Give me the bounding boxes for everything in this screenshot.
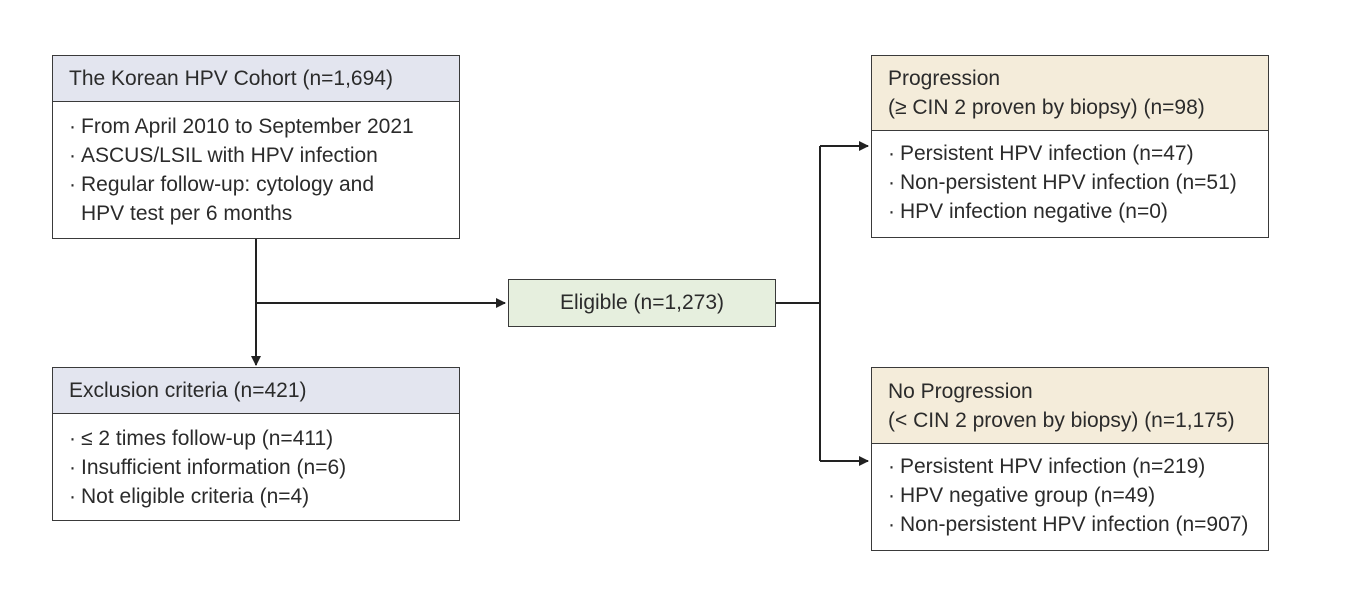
eligible-box: Eligible (n=1,273) <box>508 279 776 327</box>
cohort-header: The Korean HPV Cohort (n=1,694) <box>53 56 459 102</box>
progression-title-line2: (≥ CIN 2 proven by biopsy) (n=98) <box>888 96 1205 119</box>
cohort-item: From April 2010 to September 2021 <box>69 112 443 141</box>
progression-header: Progression (≥ CIN 2 proven by biopsy) (… <box>872 56 1268 131</box>
no-progression-item: HPV negative group (n=49) <box>888 481 1252 510</box>
exclusion-box: Exclusion criteria (n=421) ≤ 2 times fol… <box>52 367 460 521</box>
progression-title-line1: Progression <box>888 67 1001 90</box>
no-progression-title-line1: No Progression <box>888 379 1033 403</box>
exclusion-item: Insufficient information (n=6) <box>69 453 443 482</box>
no-progression-box: No Progression (< CIN 2 proven by biopsy… <box>871 367 1269 551</box>
no-progression-title-line2: (< CIN 2 proven by biopsy) (n=1,175) <box>888 408 1235 432</box>
exclusion-title: Exclusion criteria (n=421) <box>69 379 307 402</box>
cohort-box: The Korean HPV Cohort (n=1,694) From Apr… <box>52 55 460 239</box>
exclusion-item: ≤ 2 times follow-up (n=411) <box>69 424 443 453</box>
cohort-item-continuation: HPV test per 6 months <box>81 202 293 225</box>
progression-box: Progression (≥ CIN 2 proven by biopsy) (… <box>871 55 1269 238</box>
no-progression-body: Persistent HPV infection (n=219) HPV neg… <box>872 444 1268 539</box>
no-progression-item: Persistent HPV infection (n=219) <box>888 452 1252 481</box>
exclusion-header: Exclusion criteria (n=421) <box>53 368 459 414</box>
no-progression-header: No Progression (< CIN 2 proven by biopsy… <box>872 368 1268 444</box>
cohort-title: The Korean HPV Cohort (n=1,694) <box>69 67 393 90</box>
eligible-label: Eligible (n=1,273) <box>559 291 725 314</box>
progression-item: Non-persistent HPV infection (n=51) <box>888 168 1252 197</box>
progression-body: Persistent HPV infection (n=47) Non-pers… <box>872 131 1268 226</box>
progression-item: Persistent HPV infection (n=47) <box>888 139 1252 168</box>
cohort-item: ASCUS/LSIL with HPV infection <box>69 141 443 170</box>
exclusion-body: ≤ 2 times follow-up (n=411) Insufficient… <box>53 414 459 511</box>
exclusion-item: Not eligible criteria (n=4) <box>69 482 443 511</box>
no-progression-item: Non-persistent HPV infection (n=907) <box>888 510 1252 539</box>
progression-item: HPV infection negative (n=0) <box>888 197 1252 226</box>
cohort-body: From April 2010 to September 2021 ASCUS/… <box>53 102 459 228</box>
cohort-item: Regular follow-up: cytology and <box>69 170 443 199</box>
